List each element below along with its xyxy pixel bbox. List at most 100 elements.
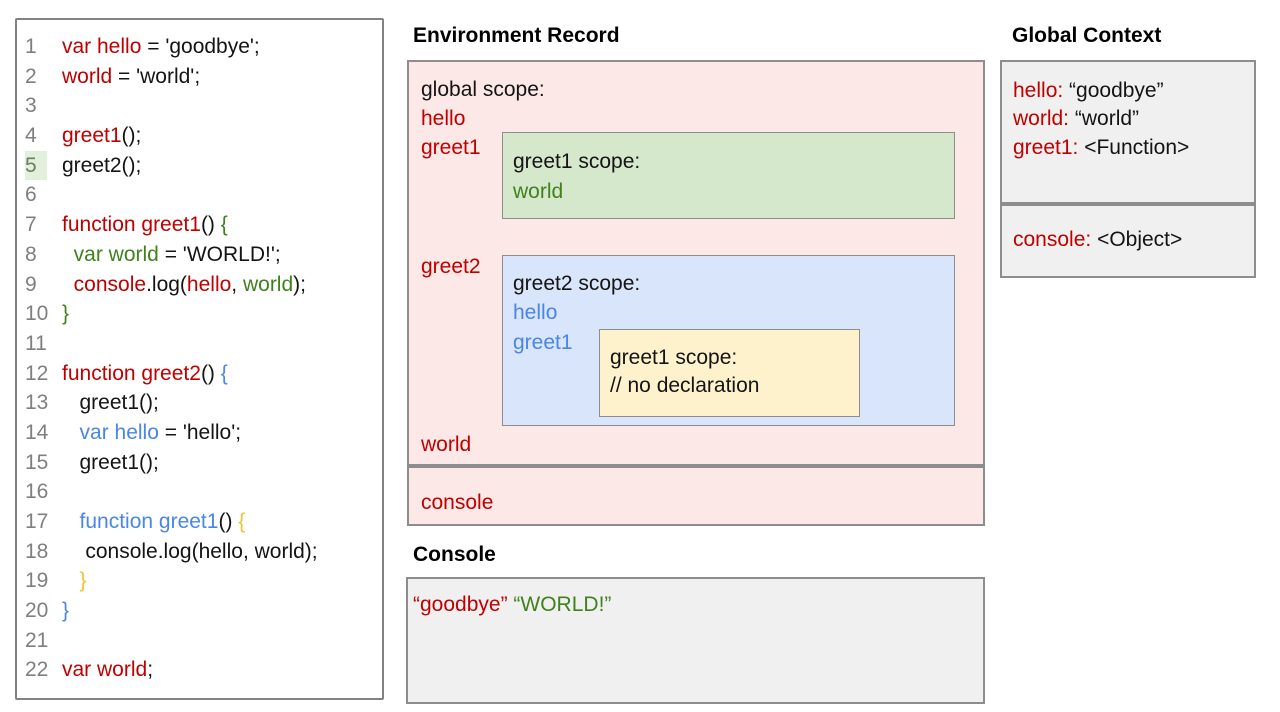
code-token: var world [73,242,159,266]
line-number: 8 [25,242,37,266]
greet2-scope-label: greet2 scope: [513,272,641,295]
code-token: (); [121,124,142,148]
code-line: 8 var world = 'WORLD!'; [17,240,382,270]
code-token [62,510,80,533]
code-line: 6 [17,180,382,210]
code-text: console.log(hello, world); [62,270,306,300]
console-title: Console [413,543,496,566]
text-segment: <Function> [1084,136,1190,159]
code-token: } [62,302,70,326]
code-editor-panel: 1 var hello = 'goodbye'; 2 world = 'world';… [15,18,384,700]
line-number: 12 [25,361,49,385]
code-token: console.log(hello, world); [62,539,318,563]
code-token: () [200,213,221,237]
code-token: var hello [62,35,142,58]
greet2-scope-box: greet2 scope: hello greet1 greet1 scope:… [502,255,955,426]
code-token: function greet1 [79,510,219,533]
code-token: .log( [146,272,187,296]
code-lines: 1 var hello = 'goodbye'; 2 world = 'world';… [17,32,382,685]
code-line: 11 [17,329,382,359]
global-var-greet2: greet2 [421,255,481,278]
code-token [62,243,74,266]
global-var-greet1: greet1 [421,136,481,159]
code-token: greet1(); [62,450,159,474]
code-line: 1 var hello = 'goodbye'; [17,32,382,62]
text-segment: console: [1013,228,1098,251]
console-output-box: “goodbye” “WORLD!” [406,577,985,704]
code-text: console.log(hello, world); [62,537,318,567]
inner-greet1-scope-box: greet1 scope: // no declaration [599,329,860,417]
line-number: 14 [25,420,49,444]
global-var-hello: hello [421,107,466,130]
code-token: () [218,510,239,533]
line-number: 10 [25,302,49,326]
code-token [62,569,80,592]
line-number: 19 [25,569,49,593]
code-text: greet1(); [62,448,159,478]
code-text: } [62,596,69,626]
code-text: var hello = 'goodbye'; [62,32,260,62]
code-token: = 'hello'; [158,420,242,444]
code-token: world [62,64,113,88]
greet2-var-hello: hello [513,301,558,324]
line-number: 2 [25,64,37,88]
line-number: 9 [25,272,37,296]
code-text: world = 'world'; [62,62,200,92]
code-line: 13 greet1(); [17,388,382,418]
gc-entry-greet1: greet1: <Function> [1013,133,1189,163]
code-text: } [62,566,87,596]
text-segment: hello: [1013,79,1070,102]
global-context-title: Global Context [1012,24,1162,47]
code-text: greet2(); [62,151,141,181]
code-line: 22 var world; [17,655,382,685]
code-line: 16 [17,477,382,507]
greet1-var-world: world [513,180,564,203]
code-token [62,421,80,444]
gc-entry-hello: hello: “goodbye” [1013,76,1164,106]
text-segment: greet1: [1013,136,1085,159]
text-segment: “goodbye” [1069,79,1164,102]
greet1-scope-label: greet1 scope: [513,150,641,173]
code-token: function greet1 [62,213,201,237]
code-token: , [231,272,243,296]
line-number: 4 [25,124,37,148]
environment-record-title: Environment Record [413,24,620,47]
code-line: 19 } [17,566,382,596]
code-token: { [220,361,228,385]
code-line: 21 [17,626,382,656]
code-token: ); [293,272,306,296]
text-segment: “WORLD!” [513,593,612,616]
code-token: console [73,272,147,296]
code-line: 9 console.log(hello, world); [17,270,382,300]
line-number: 1 [25,35,37,58]
code-token: var hello [79,420,159,444]
inner-greet1-scope-label: greet1 scope: [610,346,738,369]
line-number: 15 [25,450,49,474]
console-output-line: “goodbye” “WORLD!” [413,590,611,620]
global-context-console-box: console: <Object> [1000,204,1256,278]
code-token: () [200,361,221,385]
code-line: 15 greet1(); [17,448,382,478]
line-number: 22 [25,658,49,682]
code-line: 14 var hello = 'hello'; [17,418,382,448]
code-token: ; [147,658,154,682]
code-token: { [238,510,246,533]
code-line: 20} [17,596,382,626]
greet2-var-greet1: greet1 [513,331,573,354]
global-scope-box: global scope: hello greet1 greet2 world … [407,60,985,466]
code-token: var world [62,658,148,682]
code-text: var world = 'WORLD!'; [62,240,281,270]
line-number: 6 [25,183,37,207]
code-token: } [62,599,70,623]
text-segment: <Object> [1097,228,1183,251]
text-segment: “goodbye” [413,593,508,616]
greet1-scope-box: greet1 scope: world [502,132,955,219]
code-token [62,273,74,296]
line-number: 18 [25,539,49,563]
line-number: 13 [25,391,49,415]
global-context-box: hello: “goodbye” world: “world” greet1: … [1000,60,1256,204]
line-number: 20 [25,599,49,623]
